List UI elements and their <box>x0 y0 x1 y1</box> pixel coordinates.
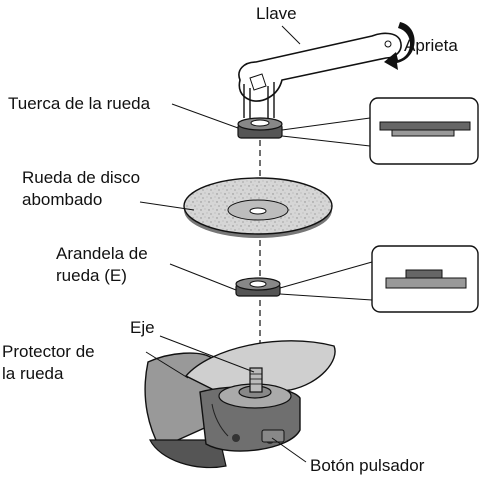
wrench-label: Llave <box>256 4 297 23</box>
rotation-arrow <box>384 22 415 70</box>
wheel-nut-detail <box>281 97 479 165</box>
wheel-flange <box>235 277 281 297</box>
wheel-nut-label: Tuerca de la rueda <box>8 94 151 113</box>
guard-label-line2: la rueda <box>2 364 64 383</box>
leader-lines <box>139 25 307 463</box>
grinder <box>144 340 336 469</box>
flange-detail <box>279 245 479 313</box>
washer-label-line1: Arandela de <box>56 244 148 263</box>
shaft-label: Eje <box>130 318 155 337</box>
guard-label-line1: Protector de <box>2 342 95 361</box>
washer-label-line2: rueda (E) <box>56 266 127 285</box>
wrench <box>238 32 402 118</box>
wheel-disc <box>183 177 333 238</box>
wheel-label-line1: Rueda de disco <box>22 168 141 187</box>
wheel-label-line2: abombado <box>22 190 103 209</box>
wheel-nut <box>237 117 283 139</box>
tighten-label: Aprieta <box>404 36 458 55</box>
lock-button-label: Botón pulsador <box>310 456 425 475</box>
